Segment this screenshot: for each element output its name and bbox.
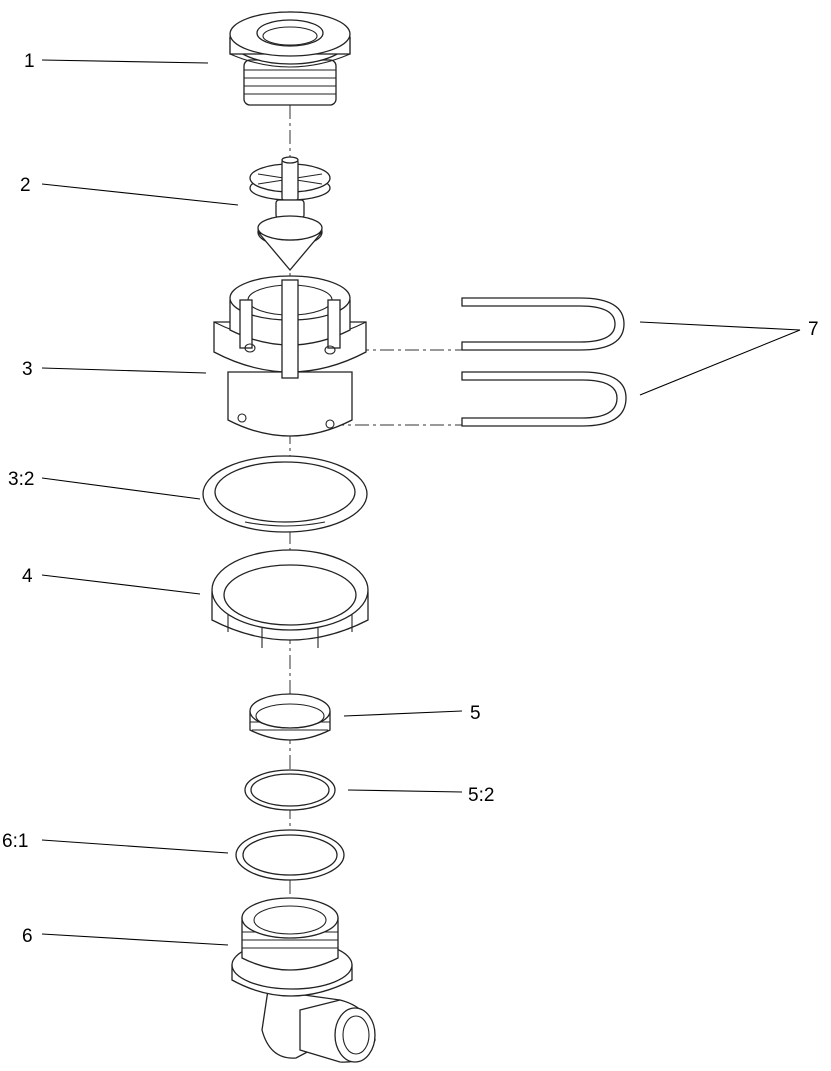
callout-5: 5 [470, 703, 481, 724]
callout-2: 2 [20, 175, 31, 196]
leader-line-3-2 [41, 477, 201, 500]
part-1-threaded-cap [229, 11, 351, 106]
part-6-elbow-fitting [231, 897, 376, 1063]
leader-line-1 [41, 59, 209, 64]
callout-3: 3 [22, 359, 33, 380]
part-3-2-ring [202, 455, 368, 533]
callout-7: 7 [808, 319, 819, 340]
callout-4: 4 [22, 566, 33, 587]
part-3-housing [213, 275, 367, 437]
leader-line-5 [343, 710, 463, 717]
part-7-retaining-pins [461, 297, 627, 427]
callout-1: 1 [24, 51, 35, 72]
leader-line-6 [41, 933, 229, 946]
part-4-nut [211, 549, 369, 648]
callout-6: 6 [22, 926, 33, 947]
leader-line-2 [41, 183, 239, 206]
leader-line-6-1 [41, 839, 229, 854]
part-5-2-o-ring [244, 769, 336, 811]
part-2-valve-assembly [249, 156, 331, 272]
leader-line-4 [41, 574, 201, 595]
part-6-1-o-ring [235, 829, 345, 881]
callout-6-1: 6:1 [2, 831, 28, 852]
callout-3-2: 3:2 [8, 469, 34, 490]
leader-line-7b [639, 329, 801, 396]
callout-5-2: 5:2 [468, 785, 494, 806]
leader-line-5-2 [347, 789, 463, 793]
leader-line-3 [41, 367, 207, 374]
part-5-insert [249, 693, 331, 741]
leader-line-7a [639, 321, 801, 331]
